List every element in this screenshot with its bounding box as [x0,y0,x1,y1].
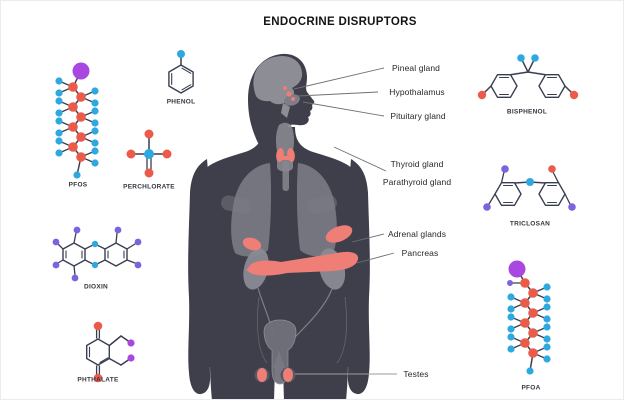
label-hypothalamus: Hypothalamus [389,87,445,97]
pancreas-organ [246,251,359,276]
pineal-leader-line [293,67,385,90]
adrenal-leader-line [351,233,385,243]
left-lung [231,163,272,257]
label-parathyroid-gland: Parathyroid gland [382,177,452,187]
perchlorate-structure [126,129,172,178]
right-adrenal-gland-organ [325,225,353,243]
label-pfoa: PFOA [521,384,541,392]
thyroid-gland-organ [276,148,295,162]
label-adrenal-glands: Adrenal glands [387,229,447,239]
bisphenol-structure [477,54,579,100]
pfoa-structure [507,260,551,375]
label-pineal-gland: Pineal gland [392,63,440,73]
pineal-gland-organ [283,86,287,90]
label-perchlorate: PERCHLORATE [123,183,175,191]
trachea [282,161,289,191]
label-phthalate: PHTHALATE [77,376,119,384]
triclosan-structure [483,165,576,211]
testes-organ [254,367,296,383]
hypothalamus-organ [286,91,292,97]
right-arm [347,159,370,395]
left-adrenal-gland-organ [242,237,262,251]
page-title: ENDOCRINE DISRUPTORS [263,16,417,28]
right-ureter [294,288,333,338]
pituitary-leader-line [302,101,385,117]
label-triclosan: TRICLOSAN [509,220,551,228]
dioxin-structure [52,226,142,282]
pfos-structure [55,62,99,179]
brain-stem [281,103,290,118]
pelvic-outline-left [257,296,268,364]
phenol-structure [168,50,194,94]
pelvic-outline-right [336,296,347,364]
pituitary-gland-organ [291,97,295,101]
right-leg [282,329,349,399]
thyroid-leader-line [333,146,387,172]
label-phenol: PHENOL [166,98,196,106]
left-arm [188,159,211,395]
leader-lines [293,67,397,375]
internal-organs [221,55,359,385]
right-lung [296,163,337,257]
label-testes: Testes [403,369,429,379]
label-bisphenol: BISPHENOL [506,108,548,116]
hypothalamus-leader-line [297,91,379,97]
phthalate-structure [86,321,135,383]
label-pfos: PFOS [68,181,88,189]
label-dioxin: DIOXIN [84,283,108,291]
pancreas-leader-line [356,252,395,264]
label-pituitary-gland: Pituitary gland [390,111,446,121]
label-pancreas: Pancreas [401,248,439,258]
label-thyroid-gland: Thyroid gland [390,159,444,169]
